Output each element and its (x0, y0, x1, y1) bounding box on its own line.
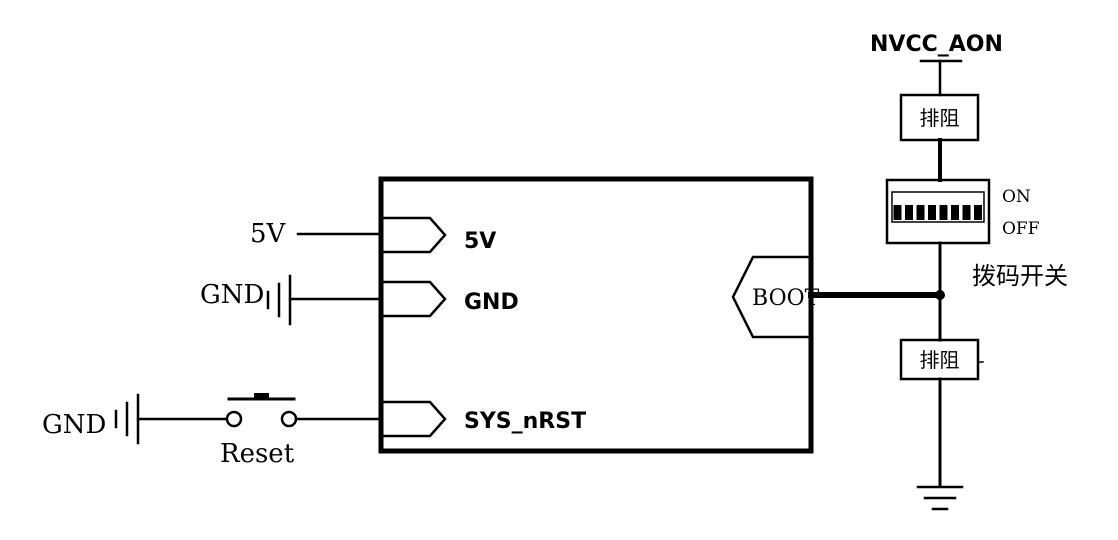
boot-label: BOOT (752, 286, 820, 311)
pin-sys-nrst-label: SYS_nRST (464, 409, 586, 434)
dip-on-label: ON (1002, 187, 1031, 207)
pin-gnd-connector (379, 280, 447, 318)
boot-junction-dot (935, 290, 945, 300)
boot-connector (731, 255, 813, 339)
dip-switch-caption: 拨码开关 (972, 262, 1068, 290)
reset-label: Reset (220, 439, 295, 469)
dip-lever (939, 205, 948, 220)
dip-lever (905, 205, 913, 220)
dip-lever (974, 205, 982, 220)
dip-lever (916, 205, 925, 220)
dip-switch-levers (893, 205, 982, 220)
resistor-array-bottom-label: 排阻 (920, 348, 960, 372)
dip-lever (893, 205, 902, 220)
dip-lever (962, 205, 971, 220)
power-rail-label: NVCC_AON (870, 32, 1003, 57)
reset-button-symbol (225, 393, 298, 428)
dip-lever (928, 205, 936, 220)
gnd-1-label: GND (200, 280, 264, 310)
ground-symbol-2 (114, 393, 140, 445)
gnd-2-label: GND (42, 410, 106, 440)
dip-off-label: OFF (1002, 219, 1040, 239)
pin-gnd-label: GND (464, 290, 519, 315)
pin-5v-connector (379, 216, 447, 254)
dip-switch (885, 178, 991, 245)
supply-5v-label: 5V (250, 219, 287, 249)
ground-symbol-bottom (916, 485, 964, 511)
resistor-array-top-label: 排阻 (920, 106, 960, 130)
pin-5v-label: 5V (464, 229, 496, 254)
dip-lever (951, 205, 959, 220)
module-body (378, 176, 814, 454)
ground-symbol-1 (266, 274, 292, 326)
pin-sys-nrst-connector (379, 400, 447, 438)
